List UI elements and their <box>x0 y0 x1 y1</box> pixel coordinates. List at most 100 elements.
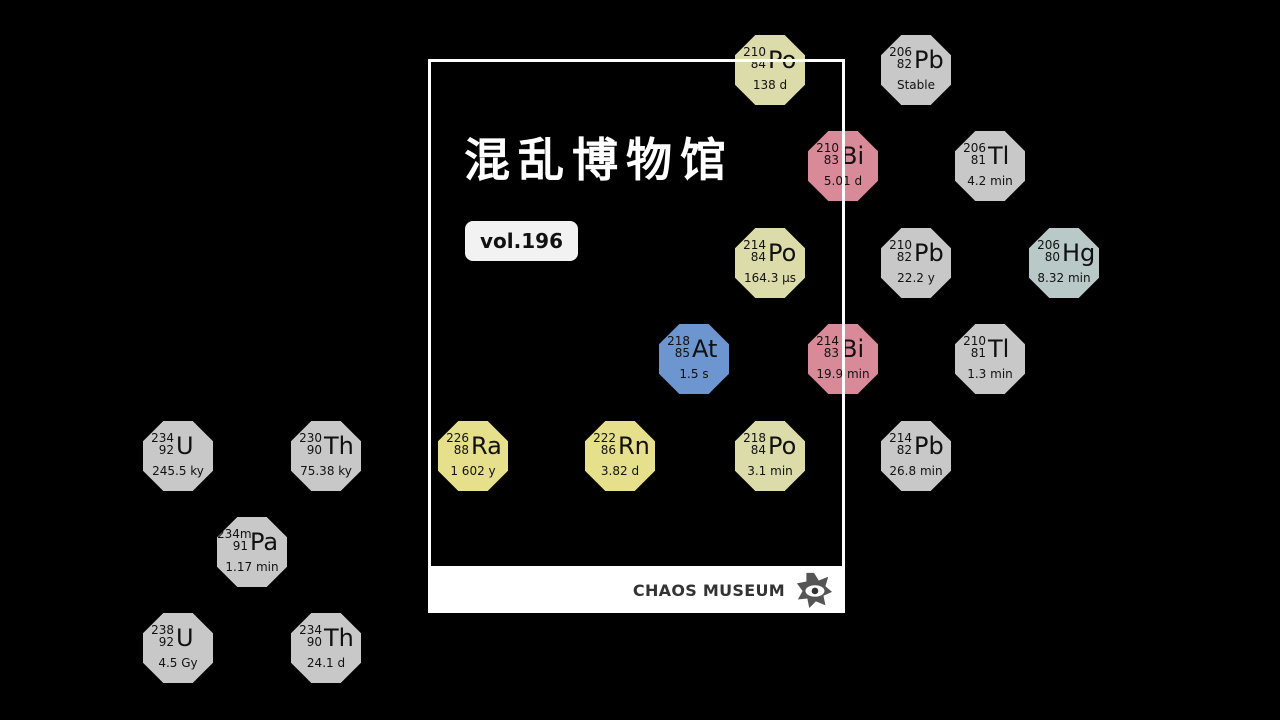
nuclide-symbol: Po <box>768 239 797 267</box>
nuclide-symbol: Th <box>324 432 354 460</box>
nuclide-atomic-number: 84 <box>750 57 766 71</box>
nuclide-mass-number: 230 <box>299 431 322 445</box>
nuclide-symbol: Po <box>768 46 797 74</box>
nuclide-mass-number: 206 <box>1037 238 1060 252</box>
nuclide-atomic-number: 90 <box>306 635 322 649</box>
nuclide-atomic-number: 88 <box>453 443 469 457</box>
nuclide-mass-number: 226 <box>446 431 469 445</box>
nuclide-symbol: Pb <box>914 46 944 74</box>
nuclide-atomic-number: 86 <box>600 443 616 457</box>
nuclide-mass-number: 222 <box>593 431 616 445</box>
nuclide-symbol: Rn <box>618 432 650 460</box>
nuclide-atomic-number: 84 <box>750 250 766 264</box>
nuclide-mass-number: 210 <box>963 334 986 348</box>
nuclide-half-life: 4.5 Gy <box>158 656 198 670</box>
nuclide-mass-number: 206 <box>889 45 912 59</box>
nuclide-atomic-number: 81 <box>970 346 986 360</box>
nuclide-half-life: 3.1 min <box>747 464 793 478</box>
nuclide-half-life: 245.5 ky <box>152 464 204 478</box>
nuclide-symbol: Pb <box>914 239 944 267</box>
nuclide-half-life: 3.82 d <box>600 464 640 478</box>
chaos-museum-eye-logo-icon <box>796 572 833 609</box>
footer-bar: CHAOS MUSEUM <box>428 566 845 613</box>
nuclide-half-life: 26.8 min <box>889 464 943 478</box>
nuclide-mass-number: 234m <box>217 527 252 541</box>
nuclide-atomic-number: 82 <box>896 250 912 264</box>
nuclide-mass-number: 210 <box>889 238 912 252</box>
volume-badge: vol.196 <box>465 221 578 261</box>
nuclide-half-life: 1.17 min <box>225 560 279 574</box>
nuclide-symbol: U <box>176 624 194 652</box>
nuclide-symbol: U <box>176 432 194 460</box>
nuclide-atomic-number: 82 <box>896 57 912 71</box>
nuclide-half-life: 1.3 min <box>967 367 1013 381</box>
nuclide-atomic-number: 85 <box>674 346 690 360</box>
nuclide-atomic-number: 83 <box>823 346 839 360</box>
nuclide-symbol: Tl <box>988 335 1010 363</box>
nuclide-half-life: 1.5 s <box>679 367 709 381</box>
nuclide-symbol: Bi <box>841 335 865 363</box>
nuclide-atomic-number: 92 <box>158 635 174 649</box>
nuclide-half-life: 8.32 min <box>1037 271 1091 285</box>
nuclide-symbol: Pb <box>914 432 944 460</box>
nuclide-atomic-number: 92 <box>158 443 174 457</box>
brand-label: CHAOS MUSEUM <box>632 581 785 600</box>
nuclide-mass-number: 234 <box>299 623 322 637</box>
nuclide-mass-number: 210 <box>743 45 766 59</box>
nuclide-symbol: Bi <box>841 142 865 170</box>
nuclide-half-life: 24.1 d <box>306 656 346 670</box>
nuclide-half-life: 5.01 d <box>823 174 863 188</box>
nuclide-symbol: Tl <box>988 142 1010 170</box>
nuclide-atomic-number: 81 <box>970 153 986 167</box>
nuclide-symbol: Pa <box>250 528 279 556</box>
nuclide-atomic-number: 91 <box>232 539 248 553</box>
nuclide-half-life: 22.2 y <box>897 271 935 285</box>
page-title: 混乱博物馆 <box>464 133 734 187</box>
nuclide-half-life: 19.9 min <box>816 367 870 381</box>
nuclide-half-life: 4.2 min <box>967 174 1013 188</box>
nuclide-half-life: Stable <box>896 78 935 92</box>
nuclide-half-life: 75.38 ky <box>300 464 352 478</box>
nuclide-mass-number: 210 <box>816 141 839 155</box>
nuclide-half-life: 138 d <box>752 78 788 92</box>
nuclide-atomic-number: 90 <box>306 443 322 457</box>
nuclide-half-life: 164.3 µs <box>743 271 797 285</box>
nuclide-atomic-number: 82 <box>896 443 912 457</box>
nuclide-mass-number: 218 <box>667 334 690 348</box>
nuclide-mass-number: 214 <box>743 238 766 252</box>
nuclide-symbol: Th <box>324 624 354 652</box>
nuclide-mass-number: 218 <box>743 431 766 445</box>
nuclide-atomic-number: 80 <box>1044 250 1060 264</box>
nuclide-half-life: 1 602 y <box>450 464 496 478</box>
nuclide-atomic-number: 83 <box>823 153 839 167</box>
nuclide-mass-number: 238 <box>151 623 174 637</box>
nuclide-mass-number: 214 <box>889 431 912 445</box>
nuclide-mass-number: 206 <box>963 141 986 155</box>
nuclide-atomic-number: 84 <box>750 443 766 457</box>
nuclide-symbol: Ra <box>471 432 502 460</box>
nuclide-symbol: At <box>692 335 718 363</box>
nuclide-symbol: Po <box>768 432 797 460</box>
nuclide-symbol: Hg <box>1062 239 1096 267</box>
nuclide-mass-number: 214 <box>816 334 839 348</box>
